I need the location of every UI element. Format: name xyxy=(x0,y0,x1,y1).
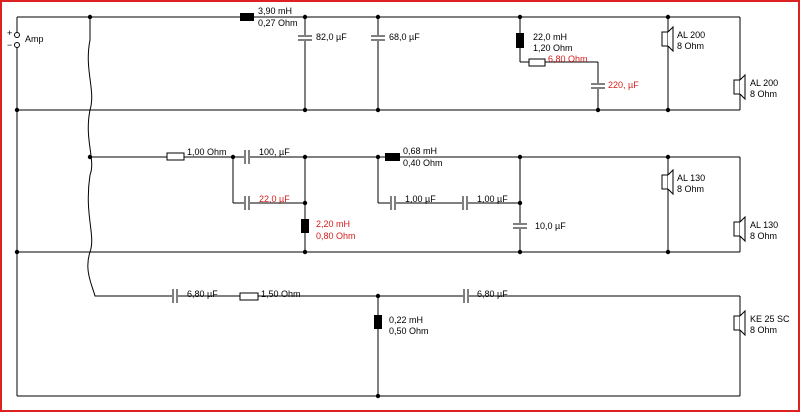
inductor-l2-value: 22,0 mH xyxy=(533,32,567,42)
capacitor-c2 xyxy=(463,289,469,303)
capacitor-c1-value: 82,0 µF xyxy=(316,32,347,42)
capacitor-c2 xyxy=(244,196,250,210)
inductor-l2-resistance: 1,20 Ohm xyxy=(533,43,573,53)
speaker2-name: AL 130 xyxy=(750,220,778,230)
branch2: 1,00 Ohm 100, µF 22,0 µF 2,20 mH 0,80 Oh… xyxy=(166,146,778,243)
minus-sign: − xyxy=(7,40,12,50)
speaker-icon xyxy=(661,168,674,196)
capacitor-c3 xyxy=(591,83,605,89)
speaker1-name: KE 25 SC xyxy=(750,314,790,324)
inductor-l1 xyxy=(301,219,309,233)
speaker2-impedance: 8 Ohm xyxy=(750,89,777,99)
capacitor-c4 xyxy=(462,196,468,210)
inductor-l1-value: 0,22 mH xyxy=(389,315,423,325)
capacitor-c5 xyxy=(513,223,527,229)
resistor-r1-value: 1,00 Ohm xyxy=(187,147,227,157)
resistor-r1-value: 1,50 Ohm xyxy=(261,289,301,299)
capacitor-c3-value: 1,00 µF xyxy=(405,194,436,204)
capacitor-c1 xyxy=(298,35,312,41)
capacitor-c5-value: 10,0 µF xyxy=(535,221,566,231)
speaker2-impedance: 8 Ohm xyxy=(750,231,777,241)
speaker-icon xyxy=(733,215,746,243)
inductor-l1-resistance: 0,27 Ohm xyxy=(258,18,298,28)
capacitor-c1 xyxy=(172,289,178,303)
speaker-icon xyxy=(661,25,674,53)
inductor-l1 xyxy=(374,315,382,329)
speaker1-name: AL 130 xyxy=(677,173,705,183)
speaker-icon xyxy=(733,309,746,337)
inductor-l1-resistance: 0,80 Ohm xyxy=(316,231,356,241)
capacitor-c2-value: 68,0 µF xyxy=(389,32,420,42)
capacitor-c3-value: 220, µF xyxy=(608,80,639,90)
amp-label: Amp xyxy=(25,34,44,44)
inductor-l1-resistance: 0,50 Ohm xyxy=(389,326,429,336)
plus-sign: + xyxy=(7,28,12,38)
capacitor-c1-value: 100, µF xyxy=(259,147,290,157)
inductor-l1-value: 3,90 mH xyxy=(258,6,292,16)
capacitor-c3 xyxy=(390,196,396,210)
speaker2-name: AL 200 xyxy=(750,78,778,88)
capacitor-c1-value: 6,80 µF xyxy=(187,289,218,299)
branch3: 6,80 µF 1,50 Ohm 0,22 mH 0,50 Ohm 6,80 µ… xyxy=(172,289,790,337)
resistor-r1 xyxy=(166,152,185,161)
capacitor-c2 xyxy=(371,35,385,41)
inductor-l2 xyxy=(516,33,524,48)
capacitor-c4-value: 1,00 µF xyxy=(477,194,508,204)
resistor-r1-value: 6,80 Ohm xyxy=(548,54,588,64)
capacitor-c2-value: 22,0 µF xyxy=(259,194,290,204)
resistor-r1 xyxy=(239,292,259,301)
capacitor-c1 xyxy=(244,150,250,164)
input-terminal: + − Amp xyxy=(7,28,44,50)
inductor-l2-resistance: 0,40 Ohm xyxy=(403,158,443,168)
speaker1-impedance: 8 Ohm xyxy=(750,325,777,335)
inductor-l1-value: 2,20 mH xyxy=(316,219,350,229)
junction-dots xyxy=(14,14,671,399)
branch1: 3,90 mH 0,27 Ohm 82,0 µF 68,0 µF 22,0 mH… xyxy=(240,6,778,101)
capacitor-c2-value: 6,80 µF xyxy=(477,289,508,299)
speaker1-name: AL 200 xyxy=(677,30,705,40)
inductor-l1 xyxy=(240,13,254,21)
speaker-icon xyxy=(733,73,746,101)
inductor-l2 xyxy=(385,153,400,161)
speaker1-impedance: 8 Ohm xyxy=(677,184,704,194)
wires xyxy=(16,16,741,397)
speaker1-impedance: 8 Ohm xyxy=(677,41,704,51)
resistor-r1 xyxy=(528,58,546,67)
inductor-l2-value: 0,68 mH xyxy=(403,146,437,156)
